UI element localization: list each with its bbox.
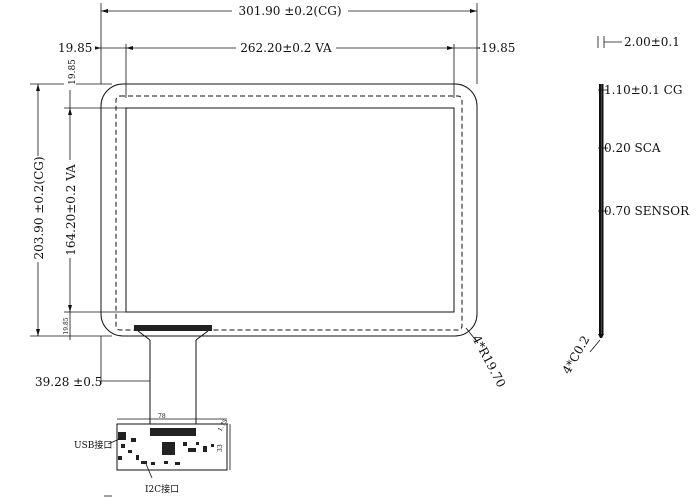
fpc-bonding-pad: [134, 325, 212, 331]
chamfer-tip: [598, 334, 604, 338]
fpc-length-label: 39.28 ±0.5: [35, 375, 102, 389]
controller-pcb: 78 1.75 33 USB接口 I2C接口: [74, 413, 231, 497]
pcb-dim-top: 78: [158, 413, 166, 420]
usb-label: USB接口: [74, 439, 112, 451]
cg-outline: [100, 83, 478, 337]
usb-connector-icon: [118, 432, 126, 440]
fpc-connector: [150, 428, 196, 436]
chamfer-label: 4*C0.2: [559, 333, 592, 376]
pcb-dim-right-small: 1.75: [217, 418, 230, 433]
pcb-dim-right: 33: [217, 444, 224, 452]
corner-radius-label: 4*R19.70: [469, 333, 508, 390]
arrow-right: [470, 9, 477, 13]
margin-top-label: 19.85: [68, 59, 78, 85]
viewing-area: [125, 107, 455, 313]
cg-layer: [599, 84, 601, 334]
sensor-layer: [602, 84, 604, 334]
controller-chip: [162, 442, 175, 455]
margin-left-label: 19.85: [58, 41, 92, 55]
arrow-left: [101, 9, 108, 13]
cg-width-dimension: 301.90 ±0.2(CG): [100, 3, 478, 84]
cg-height-label: 203.90 ±0.2(CG): [32, 156, 46, 259]
cg-width-label: 301.90 ±0.2(CG): [238, 4, 341, 18]
sensor-outline: [115, 95, 463, 331]
margin-right-label: 19.85: [481, 41, 515, 55]
margin-bottom-label: 19.85: [63, 317, 70, 334]
stack-sensor-label: 0.70 SENSOR: [604, 204, 690, 218]
height-dimensions: 203.90 ±0.2(CG) 164.20±0.2 VA 19.85 19.8…: [30, 54, 126, 340]
stack-total-label: 2.00±0.1: [624, 35, 680, 49]
fpc-tail: 39.28 ±0.5: [35, 325, 212, 424]
va-width-dimension: 262.20±0.2 VA 19.85 19.85: [57, 41, 518, 98]
va-width-label: 262.20±0.2 VA: [240, 41, 332, 55]
sca-layer: [601, 84, 602, 334]
i2c-label: I2C接口: [145, 483, 179, 495]
radius-leader: [465, 327, 479, 344]
va-height-label: 164.20±0.2 VA: [64, 164, 78, 256]
stack-cg-label: 1.10±0.1 CG: [604, 83, 682, 97]
stack-sca-label: 0.20 SCA: [604, 141, 661, 155]
pcb-outline: [116, 423, 228, 471]
stack-side-view: 2.00±0.1 1.10±0.1 CG 0.20 SCA 0.70 SENSO…: [559, 35, 690, 377]
cover-glass: 4*R19.70: [100, 83, 508, 390]
